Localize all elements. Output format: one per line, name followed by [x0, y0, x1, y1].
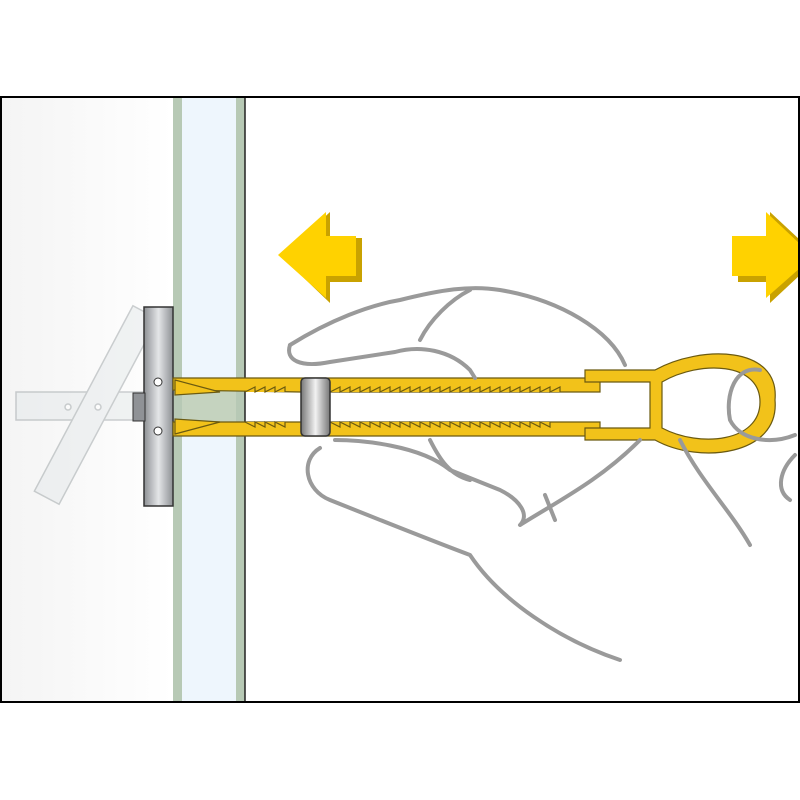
plastic-straps	[172, 353, 776, 454]
arrow-right-icon	[732, 212, 800, 303]
arrow-left-icon	[278, 212, 362, 303]
toggle-plate	[132, 306, 174, 507]
ghost-toggle-wing	[15, 304, 159, 506]
drywall	[173, 97, 246, 702]
hand-outline	[287, 286, 797, 662]
frame-border	[0, 96, 800, 703]
collar-ring	[300, 377, 331, 437]
